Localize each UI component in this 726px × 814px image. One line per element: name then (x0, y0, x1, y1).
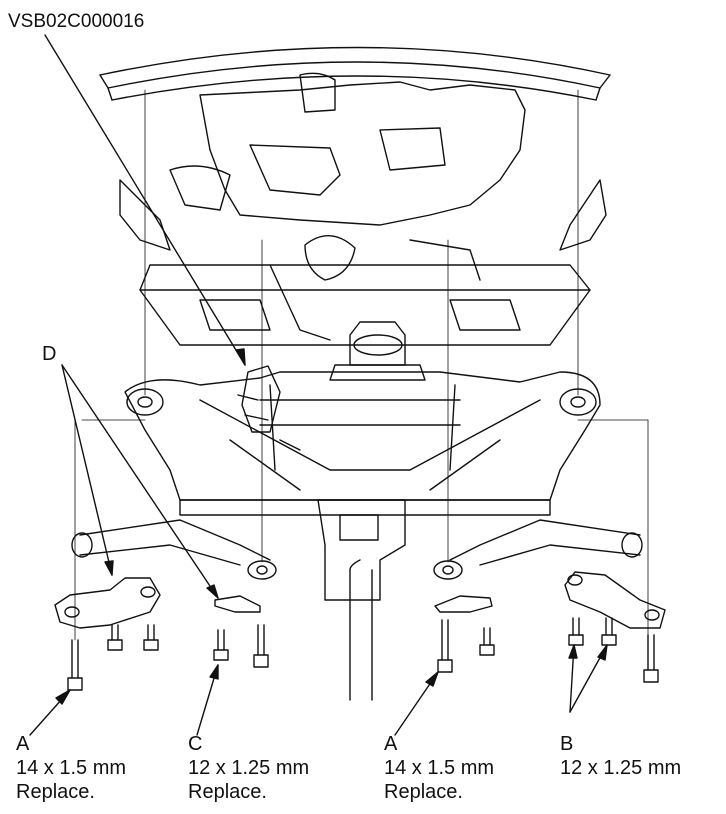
callout-c-size: 12 x 1.25 mm (188, 757, 310, 779)
engine-block (119, 72, 607, 341)
leader-lines-bolts (29, 644, 608, 736)
lower-control-arms (71, 519, 643, 566)
subframe-bushings (126, 388, 597, 580)
figure-id-leader (44, 34, 246, 366)
alignment-guides (74, 89, 649, 641)
callout-d-letter: D (42, 343, 57, 365)
callout-a-left-letter: A (16, 733, 30, 755)
callout-b-size: 12 x 1.25 mm (560, 757, 682, 779)
stiffener-brackets (54, 571, 666, 629)
figure-id: VSB02C000016 (8, 11, 145, 32)
engine-mount (329, 321, 426, 381)
callout-a-right: A 14 x 1.5 mm Replace. (384, 732, 494, 804)
callout-b-letter: B (560, 733, 574, 755)
bolts (67, 617, 659, 691)
crossmember (139, 264, 591, 346)
callout-c: C 12 x 1.25 mm Replace. (188, 732, 309, 804)
steering-gearbox (237, 365, 301, 451)
callout-a-right-size: 14 x 1.5 mm (384, 757, 495, 779)
front-subframe (124, 371, 601, 516)
callout-a-left-size: 14 x 1.5 mm (16, 757, 127, 779)
callout-a-right-note: Replace. (384, 781, 463, 803)
callout-b: B 12 x 1.25 mm (560, 732, 681, 780)
callout-a-left-note: Replace. (16, 781, 95, 803)
callout-c-note: Replace. (188, 781, 267, 803)
vehicle-body-outline (99, 46, 611, 101)
callout-a-right-letter: A (384, 733, 398, 755)
callout-a-left: A 14 x 1.5 mm Replace. (16, 732, 126, 804)
callout-c-letter: C (188, 733, 203, 755)
leader-D (61, 364, 219, 599)
rear-mount-bracket (317, 499, 406, 701)
